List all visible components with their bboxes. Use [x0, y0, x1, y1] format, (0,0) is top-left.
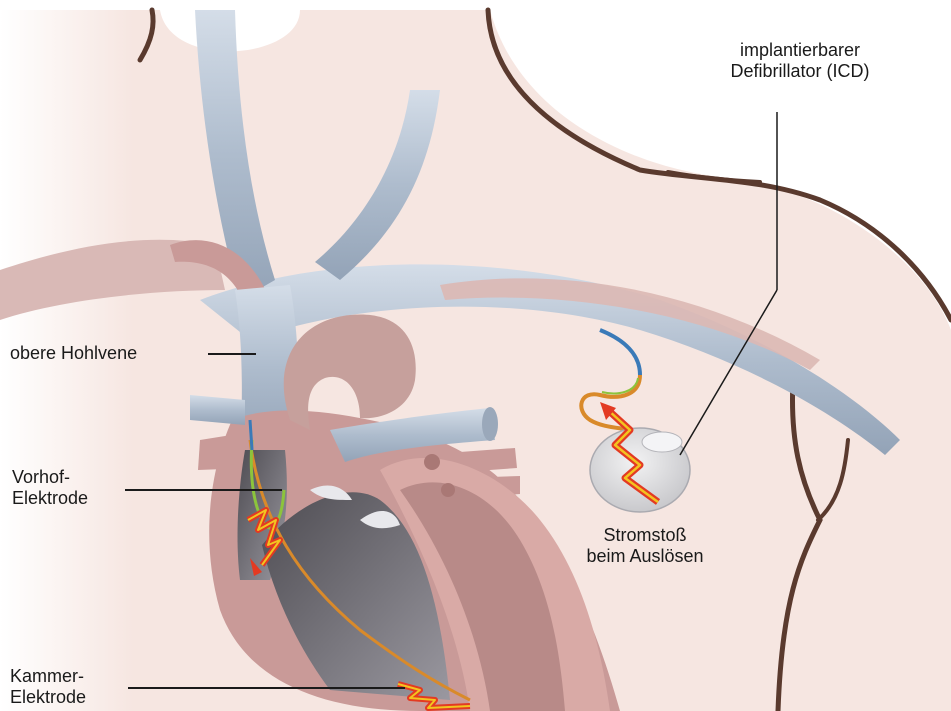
ventricular-lead-label: Kammer- Elektrode [10, 666, 86, 708]
shock-label-line1: Stromstoß [560, 525, 730, 546]
ventricular-lead-label-line2: Elektrode [10, 687, 86, 708]
icd-header [642, 432, 682, 452]
vena-cava-label: obere Hohlvene [10, 343, 137, 364]
pulmonary-vein-left2 [190, 395, 245, 425]
papillary-dot-1 [424, 454, 440, 470]
shock-label: Stromstoß beim Auslösen [560, 525, 730, 567]
shock-label-line2: beim Auslösen [560, 546, 730, 567]
ventricular-lead-label-line1: Kammer- [10, 666, 86, 687]
atrial-lead-label-line2: Elektrode [12, 488, 88, 509]
atrial-lead-label-line1: Vorhof- [12, 467, 88, 488]
icd-label-line1: implantierbarer [700, 40, 900, 61]
pulmonary-opening [482, 407, 498, 441]
papillary-dot-2 [441, 483, 455, 497]
icd-label-line2: Defibrillator (ICD) [700, 61, 900, 82]
atrial-lead-blue [250, 420, 252, 450]
atrial-lead-label: Vorhof- Elektrode [12, 467, 88, 509]
icd-label: implantierbarer Defibrillator (ICD) [700, 40, 900, 82]
